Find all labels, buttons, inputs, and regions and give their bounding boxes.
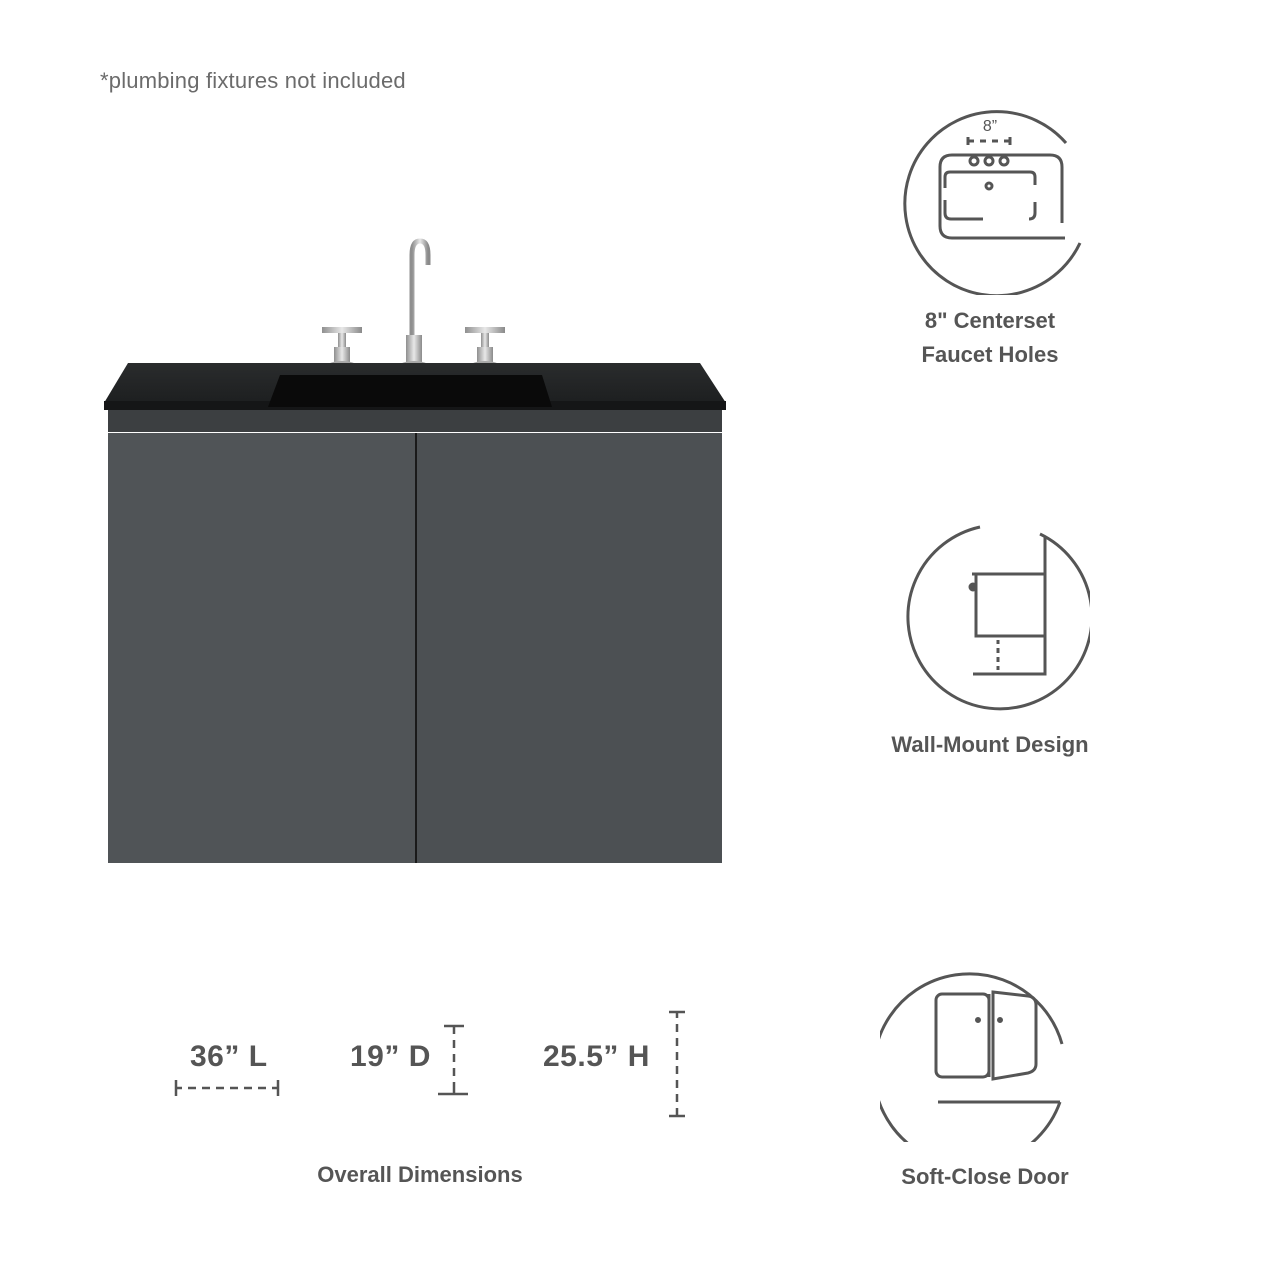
overall-dimensions-title: Overall Dimensions [317,1162,523,1187]
left-door [108,433,415,863]
depth-dimension-line [436,1024,470,1098]
feature-label-soft-close: Soft-Close Door [901,1164,1069,1189]
feature-label-wall-mount: Wall-Mount Design [891,732,1089,757]
soft-close-door-icon [880,942,1090,1142]
dimension-length: 36” L [190,1040,268,1073]
length-dimension-line [174,1078,282,1098]
wall-mount-icon [890,522,1090,712]
height-dimension-line [666,1010,688,1118]
faucet-holes-icon: 8” [890,95,1090,295]
dimension-height: 25.5” H [543,1040,650,1073]
plumbing-note: *plumbing fixtures not included [100,68,406,93]
dimension-depth: 19” D [350,1040,431,1073]
svg-text:8”: 8” [983,118,997,135]
feature-label-faucet-holes: 8" Centerset Faucet Holes [921,308,1059,367]
right-door [417,433,722,863]
vanity-image [100,235,740,875]
